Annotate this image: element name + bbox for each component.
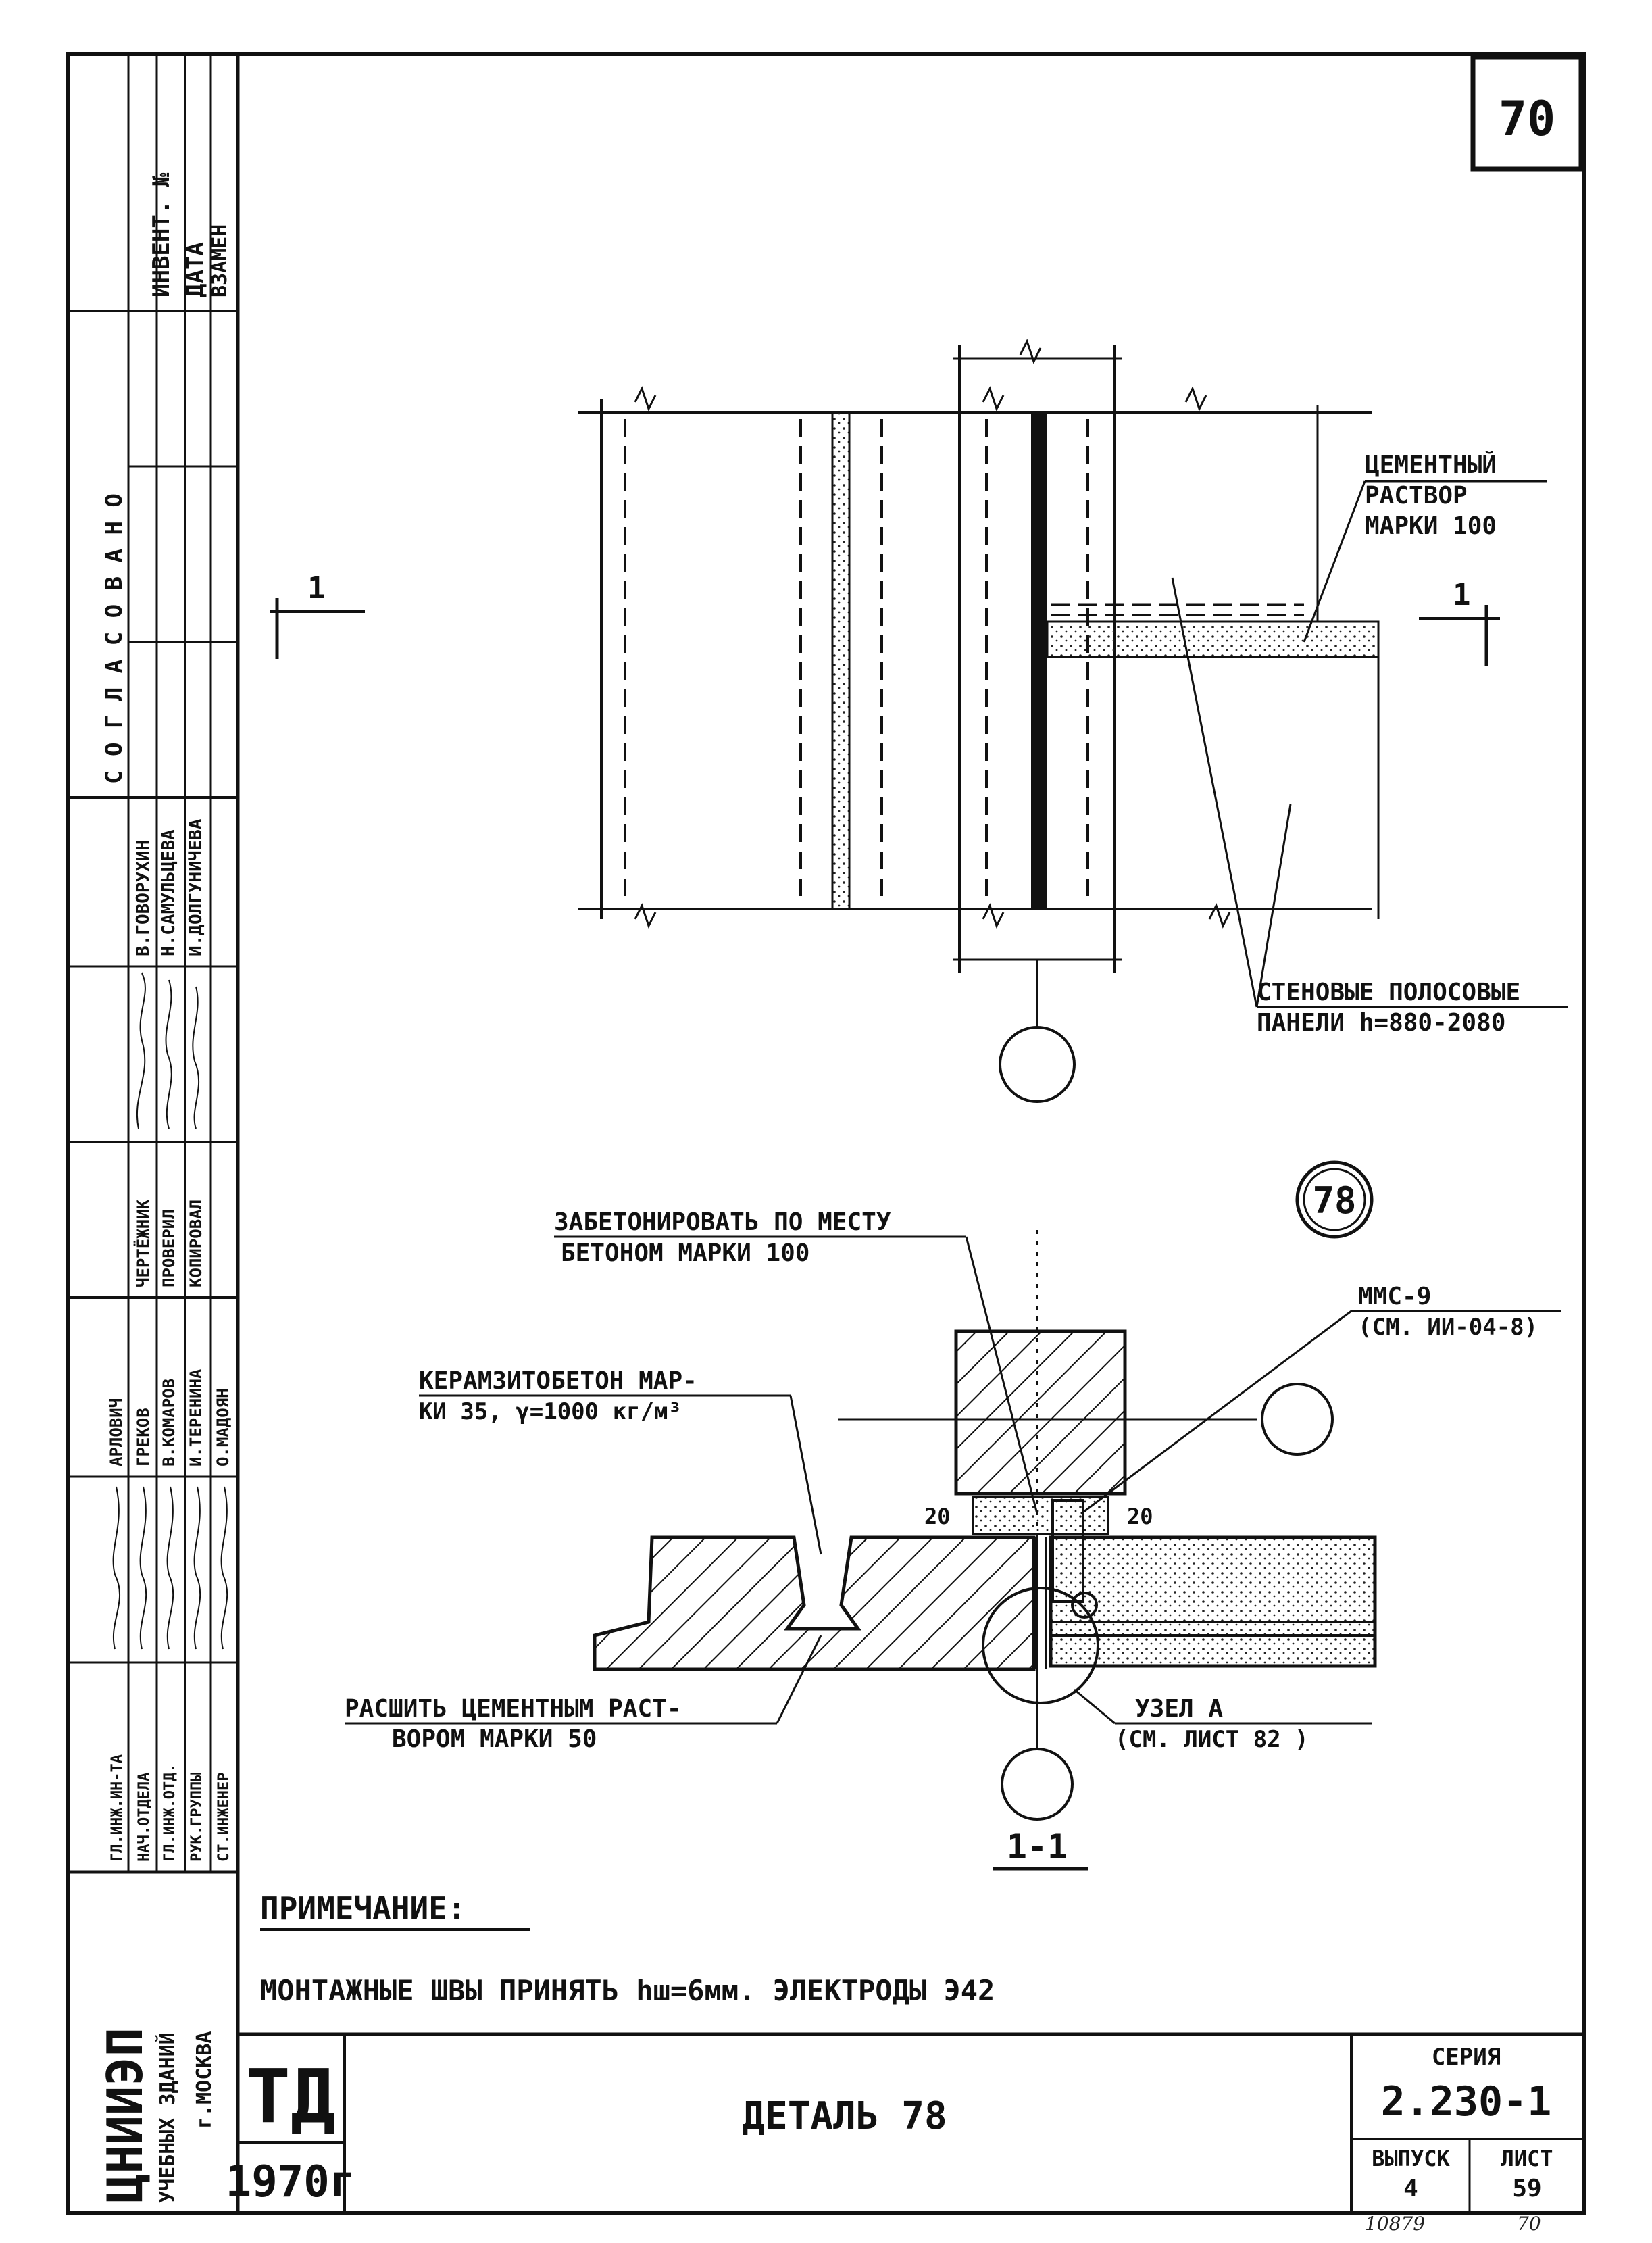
stamp-role-chief-engineer: ГЛ.ИНЖ.ИН-ТА xyxy=(109,1754,126,1862)
axis-marker-section-bottom xyxy=(1001,1748,1074,1821)
bottom-note-left: 10879 xyxy=(1365,2213,1425,2235)
section-mark-left: 1 xyxy=(307,571,326,606)
detail-number: 78 xyxy=(1312,1179,1356,1222)
node-label-line2: (СМ. ЛИСТ 82 ) xyxy=(1115,1726,1309,1753)
stamp-name-grekov: ГРЕКОВ xyxy=(134,1408,153,1466)
keramzit-label-line1: КЕРАМЗИТОБЕТОН МАР- xyxy=(419,1367,697,1395)
stamp-name-samultseva: Н.САМУЛЬЦЕВА xyxy=(159,829,179,956)
side-stamp: ДАТА ИНВЕНТ. № ВЗАМЕН С О Г Л А С О В А … xyxy=(68,54,238,2203)
stamp-name-terenina: И.ТЕРЕНИНА xyxy=(186,1369,205,1466)
stamp-role-copied: КОПИРОВАЛ xyxy=(186,1200,205,1287)
dim-20-left: 20 xyxy=(924,1504,951,1529)
axis-marker-plan xyxy=(999,1026,1076,1103)
outer-frame xyxy=(66,52,1586,2215)
signature-8 xyxy=(220,1486,228,1650)
section-title: 1-1 xyxy=(1007,1827,1068,1867)
node-a-circle xyxy=(982,1587,1099,1704)
signature-5 xyxy=(139,1486,147,1650)
cement-label-line3: МАРКИ 100 xyxy=(1365,512,1497,540)
signature-3 xyxy=(192,986,200,1129)
bottom-note-right: 70 xyxy=(1517,2213,1541,2235)
panels-label-line1: СТЕНОВЫЕ ПОЛОСОВЫЕ xyxy=(1257,979,1520,1006)
note-title: ПРИМЕЧАНИЕ: xyxy=(260,1890,466,1927)
signature-4 xyxy=(112,1486,121,1650)
detail-title: ДЕТАЛЬ 78 xyxy=(742,2094,947,2138)
axis-marker-section-top xyxy=(1261,1383,1334,1456)
node-label-line1: УЗЕЛ А xyxy=(1135,1695,1223,1723)
institute-city: г.МОСКВА xyxy=(193,2031,216,2129)
stamp-header-date: ДАТА xyxy=(182,242,209,297)
signature-7 xyxy=(193,1486,201,1650)
stamp-name-madoyan: О.МАДОЯН xyxy=(214,1388,232,1466)
stamp-role-senior-eng: СТ.ИНЖЕНЕР xyxy=(216,1773,232,1862)
stamp-role-chief-dept-eng: ГЛ.ИНЖ.ОТД. xyxy=(161,1763,178,1862)
section-view: 20 20 ЗАБЕТОНИРОВАТЬ ПО МЕСТУ БЕТОНОМ МА… xyxy=(345,1208,1561,1871)
stamp-role-checked: ПРОВЕРИЛ xyxy=(159,1209,178,1287)
year: 1970г xyxy=(226,2157,356,2207)
plan-view: 1 1 ЦЕМЕНТНЫЙ РАСТВОР МАРКИ 100 СТЕНОВЫЕ… xyxy=(270,339,1568,1103)
sheet-value: 59 xyxy=(1512,2175,1541,2202)
td-mark: ТД xyxy=(246,2053,335,2140)
sheet-number: 70 xyxy=(1499,91,1555,147)
sheet-label: ЛИСТ xyxy=(1501,2146,1553,2171)
stamp-role-drafter: ЧЕРТЁЖНИК xyxy=(133,1199,153,1287)
stamp-name-govorukhin: В.ГОВОРУХИН xyxy=(133,840,153,956)
sheet-number-box xyxy=(1470,55,1584,172)
signature-2 xyxy=(165,979,172,1129)
concrete-label-line1: ЗАБЕТОНИРОВАТЬ ПО МЕСТУ xyxy=(554,1208,891,1236)
issue-value: 4 xyxy=(1403,2175,1418,2202)
stamp-agreed: С О Г Л А С О В А Н О xyxy=(101,493,128,784)
stamp-role-head-dept: НАЧ.ОТДЕЛА xyxy=(136,1773,153,1862)
mmc-label-line2: (СМ. ИИ-04-8) xyxy=(1358,1314,1538,1341)
series-label: СЕРИЯ xyxy=(1432,2044,1501,2071)
institute-name: ЦНИИЭП xyxy=(97,2027,153,2203)
issue-label: ВЫПУСК xyxy=(1372,2146,1450,2171)
panels-label-line2: ПАНЕЛИ h=880-2080 xyxy=(1257,1009,1505,1037)
detail-number-circle xyxy=(1295,1160,1374,1239)
concrete-label-line2: БЕТОНОМ МАРКИ 100 xyxy=(561,1239,809,1267)
joint-label-line1: РАСШИТЬ ЦЕМЕНТНЫМ РАСТ- xyxy=(345,1695,682,1723)
institute-subtitle: УЧЕБНЫХ ЗДАНИЙ xyxy=(155,2032,180,2203)
joint-label-line2: ВОРОМ МАРКИ 50 xyxy=(392,1725,597,1753)
stamp-name-komarov: В.КОМАРОВ xyxy=(159,1379,178,1466)
signature-6 xyxy=(166,1486,174,1650)
stamp-header-replaces: ВЗАМЕН xyxy=(208,224,232,297)
dim-20-right: 20 xyxy=(1127,1504,1153,1529)
stamp-header-inventory: ИНВЕНТ. № xyxy=(148,172,175,297)
cement-label-line2: РАСТВОР xyxy=(1365,482,1468,510)
signature-1 xyxy=(136,972,146,1129)
stamp-name-arlovich: АРЛОВИЧ xyxy=(107,1398,126,1466)
section-mark-right: 1 xyxy=(1453,578,1471,612)
mmc-label-line1: ММС-9 xyxy=(1358,1283,1431,1310)
series-value: 2.230-1 xyxy=(1381,2078,1552,2125)
stamp-role-group-head: РУК.ГРУППЫ xyxy=(189,1773,205,1862)
title-block: ТД 1970г ДЕТАЛЬ 78 СЕРИЯ 2.230-1 ВЫПУСК … xyxy=(226,2032,1584,2213)
note-text: МОНТАЖНЫЕ ШВЫ ПРИНЯТЬ hш=6мм. ЭЛЕКТРОДЫ … xyxy=(260,1974,995,2007)
cement-label-line1: ЦЕМЕНТНЫЙ xyxy=(1365,451,1497,479)
keramzit-label-line2: КИ 35, γ=1000 кг/м³ xyxy=(419,1398,682,1425)
stamp-name-dolgunicheva: И.ДОЛГУНИЧЕВА xyxy=(186,818,206,956)
